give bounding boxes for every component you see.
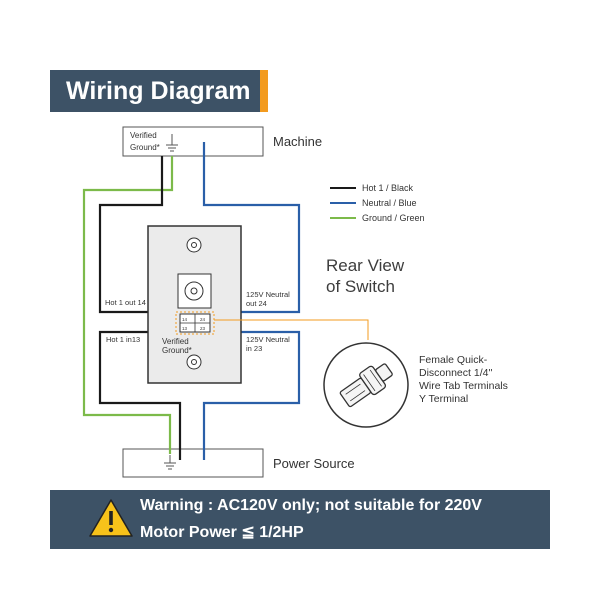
terminal-note-4: Y Terminal bbox=[419, 393, 468, 405]
terminal-number-13: 13 bbox=[182, 326, 188, 331]
legend-label-ground: Ground / Green bbox=[362, 213, 425, 223]
rear-view-label-2: of Switch bbox=[326, 277, 395, 296]
power-source-label: Power Source bbox=[273, 456, 355, 471]
warning-line-1: Warning : AC120V only; not suitable for … bbox=[140, 497, 482, 514]
verified-ground-label-top-1: Verified bbox=[130, 131, 157, 140]
terminal-note-2: Disconnect 1/4'' bbox=[419, 367, 492, 379]
legend: Hot 1 / Black Neutral / Blue Ground / Gr… bbox=[330, 183, 425, 223]
ground-icon-top bbox=[166, 134, 178, 152]
verified-ground-label-switch-2: Ground* bbox=[162, 346, 192, 355]
warning-bar bbox=[50, 490, 550, 549]
terminal-note-1: Female Quick- bbox=[419, 354, 488, 366]
neutral-out-label-2: out 24 bbox=[246, 299, 267, 308]
machine-box bbox=[122, 126, 264, 157]
power-source-box bbox=[122, 448, 264, 478]
rear-view-label-1: Rear View bbox=[326, 256, 405, 275]
verified-ground-label-switch-1: Verified bbox=[162, 337, 189, 346]
terminal-note-3: Wire Tab Terminals bbox=[419, 380, 508, 392]
neutral-in-label-1: 125V Neutral bbox=[246, 335, 290, 344]
screw-icon-top bbox=[186, 237, 202, 253]
legend-label-hot: Hot 1 / Black bbox=[362, 183, 414, 193]
callout-line bbox=[214, 319, 369, 340]
title-accent bbox=[260, 70, 268, 112]
terminal-block: 13 14 23 24 bbox=[175, 311, 215, 335]
terminal-number-14: 14 bbox=[182, 317, 188, 322]
warning-line-2: Motor Power ≦ 1/2HP bbox=[140, 524, 304, 541]
neutral-out-label-1: 125V Neutral bbox=[246, 290, 290, 299]
hot1-in-label: Hot 1 in13 bbox=[106, 335, 140, 344]
ground-icon-bottom bbox=[164, 455, 176, 470]
machine-label: Machine bbox=[273, 134, 322, 149]
title-bar bbox=[50, 70, 260, 112]
terminal-number-24: 24 bbox=[200, 317, 206, 322]
quick-disconnect-terminal-icon bbox=[339, 363, 393, 408]
terminal-number-23: 23 bbox=[200, 326, 206, 331]
screw-icon-bottom bbox=[186, 354, 202, 370]
ground-wire bbox=[82, 156, 174, 454]
neutral-in-label-2: in 23 bbox=[246, 344, 262, 353]
switch-screw-icon bbox=[184, 281, 204, 301]
verified-ground-label-top-2: Ground* bbox=[130, 143, 160, 152]
hot1-out-label: Hot 1 out 14 bbox=[105, 298, 146, 307]
legend-label-neutral: Neutral / Blue bbox=[362, 198, 417, 208]
diagram-title: Wiring Diagram bbox=[66, 77, 251, 105]
